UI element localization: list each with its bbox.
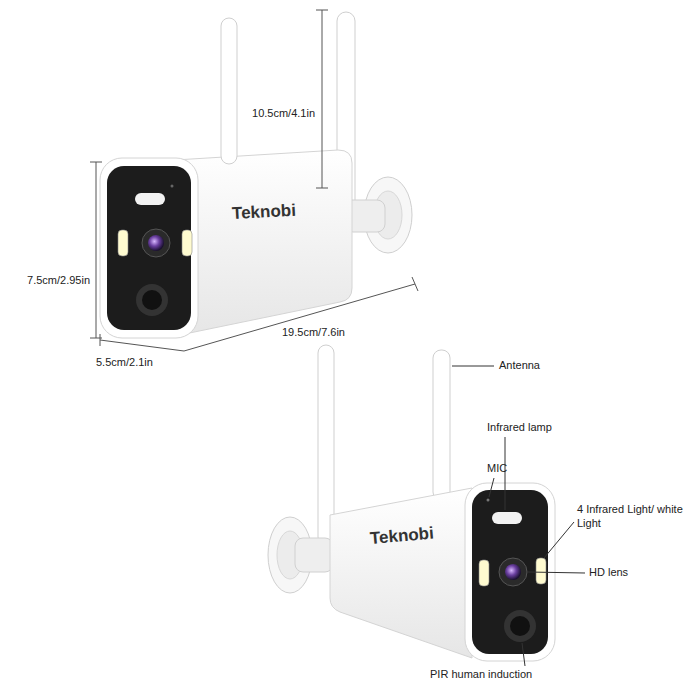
top-camera [100, 12, 412, 338]
dimension-label: 7.5cm/2.95in [27, 274, 90, 288]
callout-label: Antenna [499, 359, 540, 373]
callout-label: PIR human induction [430, 668, 532, 682]
dimension-label: 19.5cm/7.6in [282, 326, 345, 340]
dimension-label: 10.5cm/4.1in [252, 107, 315, 121]
leader-lines [452, 366, 585, 666]
brand-logo: Teknobi [231, 200, 296, 225]
callout-label: 4 Infrared Light/ white Light [577, 503, 689, 531]
dimension-label: 5.5cm/2.1in [96, 356, 153, 370]
callout-label: MIC [487, 462, 507, 476]
callout-label: Infrared lamp [487, 421, 552, 435]
bottom-camera [268, 345, 555, 661]
callout-label: HD lens [589, 566, 628, 580]
dimension-lines [90, 10, 418, 351]
